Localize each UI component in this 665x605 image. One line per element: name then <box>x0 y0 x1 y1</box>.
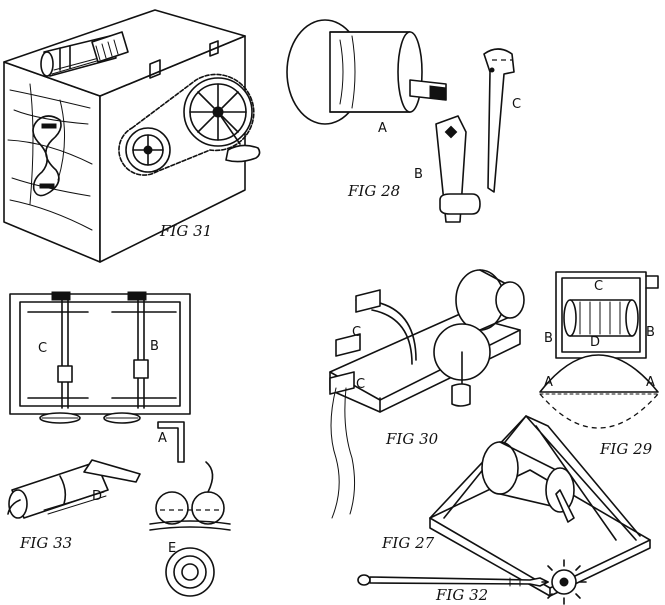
fig33-label-c: C <box>38 341 47 356</box>
fig28-label-c: C <box>512 97 521 112</box>
fig33-label-d: D <box>92 489 102 504</box>
fig32-rod-drawing: FIG 32 <box>357 559 587 605</box>
fig33-label-a: A <box>158 431 167 446</box>
fig28-label-b: B <box>414 167 423 182</box>
fig30-label-c-bottom: C <box>356 377 365 392</box>
fig30-caption: FIG 30 <box>385 430 439 448</box>
fig33-label-e: E <box>168 541 176 556</box>
fig29-label-b-right: B <box>646 325 655 340</box>
fig27-frame-drawing: FIG 27 <box>381 415 651 597</box>
fig33-label-b: B <box>150 339 159 354</box>
fig29-label-a-left: A <box>544 375 553 390</box>
fig32-caption: FIG 32 <box>435 586 488 604</box>
fig29-label-d: D <box>590 335 600 350</box>
fig30-label-c-top: C <box>352 325 361 340</box>
fig28-parts-drawing: A B C FIG 28 <box>286 19 521 223</box>
fig29-caption: FIG 29 <box>599 440 653 458</box>
fig33-caption: FIG 33 <box>19 534 72 552</box>
fig31-box-drawing: FIG 31 <box>3 9 261 263</box>
fig31-caption: FIG 31 <box>159 222 212 240</box>
fig28-label-a: A <box>378 121 387 136</box>
fig30-frame-drawing: C C FIG 30 <box>329 269 525 519</box>
fig29-label-c: C <box>594 279 603 294</box>
fig27-caption: FIG 27 <box>381 534 435 552</box>
fig29-label-b-left: B <box>544 331 553 346</box>
fig29-label-a-right: A <box>646 375 655 390</box>
fig29-frame-drawing: C B B D A A FIG 29 <box>539 271 659 458</box>
fig28-caption: FIG 28 <box>347 182 400 200</box>
fig33-frame-drawing: C B A D E FIG 33 <box>7 291 231 597</box>
